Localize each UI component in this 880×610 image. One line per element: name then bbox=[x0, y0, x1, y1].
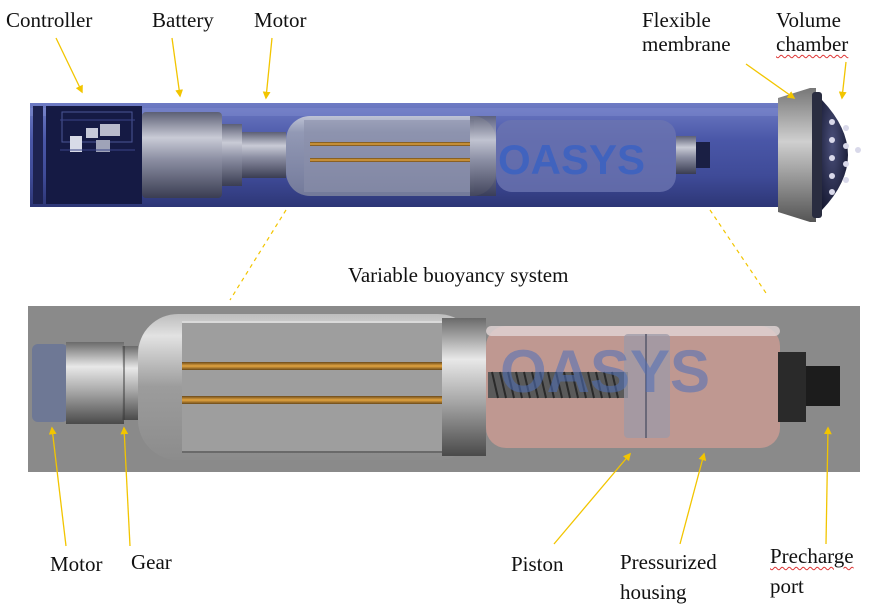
detail-motor-body bbox=[66, 342, 124, 424]
label-flexible-membrane: Flexible membrane bbox=[642, 8, 731, 56]
zoom-line-right bbox=[709, 209, 769, 297]
label-volume-chamber: Volume chamber bbox=[776, 8, 848, 56]
rod-upper bbox=[310, 142, 470, 146]
detail-panel: OASYS bbox=[28, 306, 860, 472]
controller-board bbox=[33, 106, 142, 204]
arrow-housing bbox=[679, 452, 707, 545]
volume-chamber-dome bbox=[822, 100, 848, 210]
detail-housing-top bbox=[486, 326, 780, 336]
caption-variable-buoyancy: Variable buoyancy system bbox=[348, 263, 569, 287]
bottom-arrows bbox=[48, 426, 832, 547]
label-volume-chamber-line1: Volume bbox=[776, 8, 841, 32]
label-flexible-membrane-line2: membrane bbox=[642, 32, 731, 56]
arrow-gear bbox=[120, 426, 131, 547]
detail-cylinder-window bbox=[182, 322, 442, 452]
detail-rod-lower bbox=[182, 396, 446, 404]
detail-rod-upper bbox=[182, 362, 446, 370]
label-gear: Gear bbox=[131, 550, 172, 574]
label-flexible-membrane-line1: Flexible bbox=[642, 8, 711, 32]
label-volume-chamber-line2: chamber bbox=[776, 32, 849, 56]
flexible-membrane-cone bbox=[778, 88, 816, 222]
label-motor-bottom: Motor bbox=[50, 552, 103, 576]
arrow-piston bbox=[553, 452, 632, 545]
arrow-precharge bbox=[823, 426, 832, 545]
arrow-motor-bottom bbox=[48, 426, 67, 547]
detail-port-fitting bbox=[778, 352, 806, 422]
label-precharge-port-line1: Precharge bbox=[770, 544, 854, 568]
top-port-fitting bbox=[676, 136, 696, 174]
arrow-battery bbox=[171, 37, 184, 98]
tube-highlight bbox=[30, 108, 800, 116]
dome-holes bbox=[829, 119, 861, 195]
arrow-membrane bbox=[745, 63, 796, 99]
arrow-motor-top bbox=[262, 37, 273, 100]
label-precharge-port-line2: port bbox=[770, 574, 804, 598]
zoom-line-left bbox=[229, 209, 287, 301]
detail-end-ring bbox=[442, 318, 486, 456]
top-logo: OASYS bbox=[498, 136, 645, 183]
label-precharge-port: Precharge port bbox=[770, 544, 854, 598]
label-pressurized-housing-line1: Pressurized bbox=[620, 550, 717, 574]
label-motor-top: Motor bbox=[254, 8, 307, 32]
top-arrows bbox=[55, 37, 847, 100]
top-port-nut bbox=[696, 142, 710, 168]
top-motor-body bbox=[222, 124, 242, 186]
membrane-flange bbox=[812, 92, 822, 218]
housing-glass bbox=[496, 120, 676, 192]
detail-screw bbox=[488, 371, 628, 399]
label-piston: Piston bbox=[511, 552, 564, 576]
battery-cell bbox=[142, 112, 222, 198]
top-motor-shaft bbox=[242, 132, 286, 178]
arrow-controller bbox=[55, 37, 83, 94]
detail-port-cap bbox=[806, 366, 840, 406]
rod-lower bbox=[310, 158, 470, 162]
detail-logo: OASYS bbox=[500, 338, 710, 405]
label-pressurized-housing-line2: housing bbox=[620, 580, 687, 604]
label-controller: Controller bbox=[6, 8, 93, 32]
detail-motor-cap bbox=[32, 344, 68, 422]
label-battery: Battery bbox=[152, 8, 214, 32]
arrow-chamber bbox=[838, 61, 847, 100]
detail-gear bbox=[122, 346, 138, 420]
top-vehicle: OASYS bbox=[30, 88, 861, 222]
vbs-end-ring bbox=[470, 116, 496, 196]
label-pressurized-housing: Pressurized housing bbox=[620, 550, 717, 604]
vbs-inner bbox=[304, 120, 474, 192]
